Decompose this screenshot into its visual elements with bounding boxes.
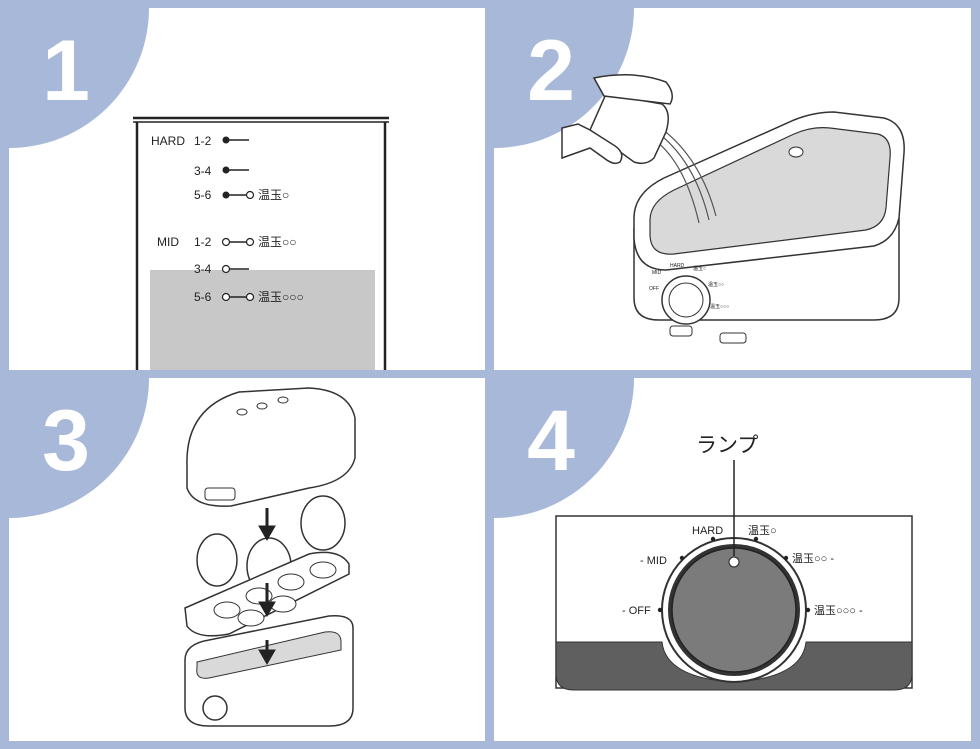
dial-closeup-illustration: ランプ HARD 温玉○ - MID 温玉○○ - - OFF 温玉○○○ - <box>555 434 913 691</box>
dial-onsen2-label: 温玉○○ - <box>792 552 834 565</box>
step-number: 2 <box>527 23 575 119</box>
step-number: 1 <box>42 23 90 119</box>
measuring-cup-illustration: HARD 1-2 3-4 5-6 温玉○ MID 1-2 温玉○○ 3-4 5-… <box>133 116 389 370</box>
lamp-indicator <box>728 556 740 568</box>
step-1-panel: 1 HARD 1-2 3-4 5-6 温玉○ MID 1-2 温玉○○ 3-4 … <box>9 8 485 370</box>
step-number: 3 <box>42 393 90 489</box>
cup-hard-3-4: 3-4 <box>194 164 212 178</box>
cup-mid-label: MID <box>157 235 179 249</box>
cup-hard-1-2: 1-2 <box>194 134 212 148</box>
egg <box>300 495 346 551</box>
lid <box>186 387 356 507</box>
cup-outline <box>133 116 389 370</box>
dial-mid-label: - MID <box>640 555 667 567</box>
small-onsen2-label: 温玉○○ <box>708 281 724 288</box>
cup-onsen-2: 温玉○○ <box>258 235 297 249</box>
assembly-illustration <box>184 387 356 727</box>
cup-hard-5-6: 5-6 <box>194 188 212 202</box>
cup-mid-5-6: 5-6 <box>194 290 212 304</box>
lamp-label: ランプ <box>696 434 758 457</box>
small-mid-label: MID <box>652 270 662 276</box>
cup-mid-3-4: 3-4 <box>194 262 212 276</box>
small-onsen1-label: 温玉○ <box>693 265 706 272</box>
cup-onsen-3: 温玉○○○ <box>258 290 304 304</box>
step-2-panel: 2 HARD 温玉○ MID 温玉○○ OFF 温玉○○○ <box>494 8 971 370</box>
dial-onsen1-label: 温玉○ <box>748 524 777 537</box>
step-number: 4 <box>527 393 575 489</box>
egg <box>196 533 238 587</box>
small-hard-label: HARD <box>670 263 685 269</box>
dial-off-label: - OFF <box>622 605 651 617</box>
step-3-panel: 3 <box>9 378 485 741</box>
step-4-panel: 4 ランプ HARD 温玉○ - MID 温玉○○ - - OFF 温玉○○○ … <box>494 378 971 741</box>
hand <box>561 74 673 165</box>
down-arrow <box>258 508 276 666</box>
water-surface <box>649 127 891 255</box>
small-onsen3-label: 温玉○○○ <box>710 303 729 310</box>
small-off-label: OFF <box>649 286 659 292</box>
dial-onsen3-label: 温玉○○○ - <box>814 604 863 617</box>
pour-water-illustration: HARD 温玉○ MID 温玉○○ OFF 温玉○○○ <box>561 74 905 344</box>
water-level <box>150 270 375 370</box>
dial-hard-label: HARD <box>692 525 723 537</box>
cup-onsen-1: 温玉○ <box>258 188 289 202</box>
cup-hard-label: HARD <box>151 134 185 148</box>
cup-mid-1-2: 1-2 <box>194 235 212 249</box>
measuring-cup <box>589 93 669 165</box>
cooker-base-dark <box>555 641 913 691</box>
